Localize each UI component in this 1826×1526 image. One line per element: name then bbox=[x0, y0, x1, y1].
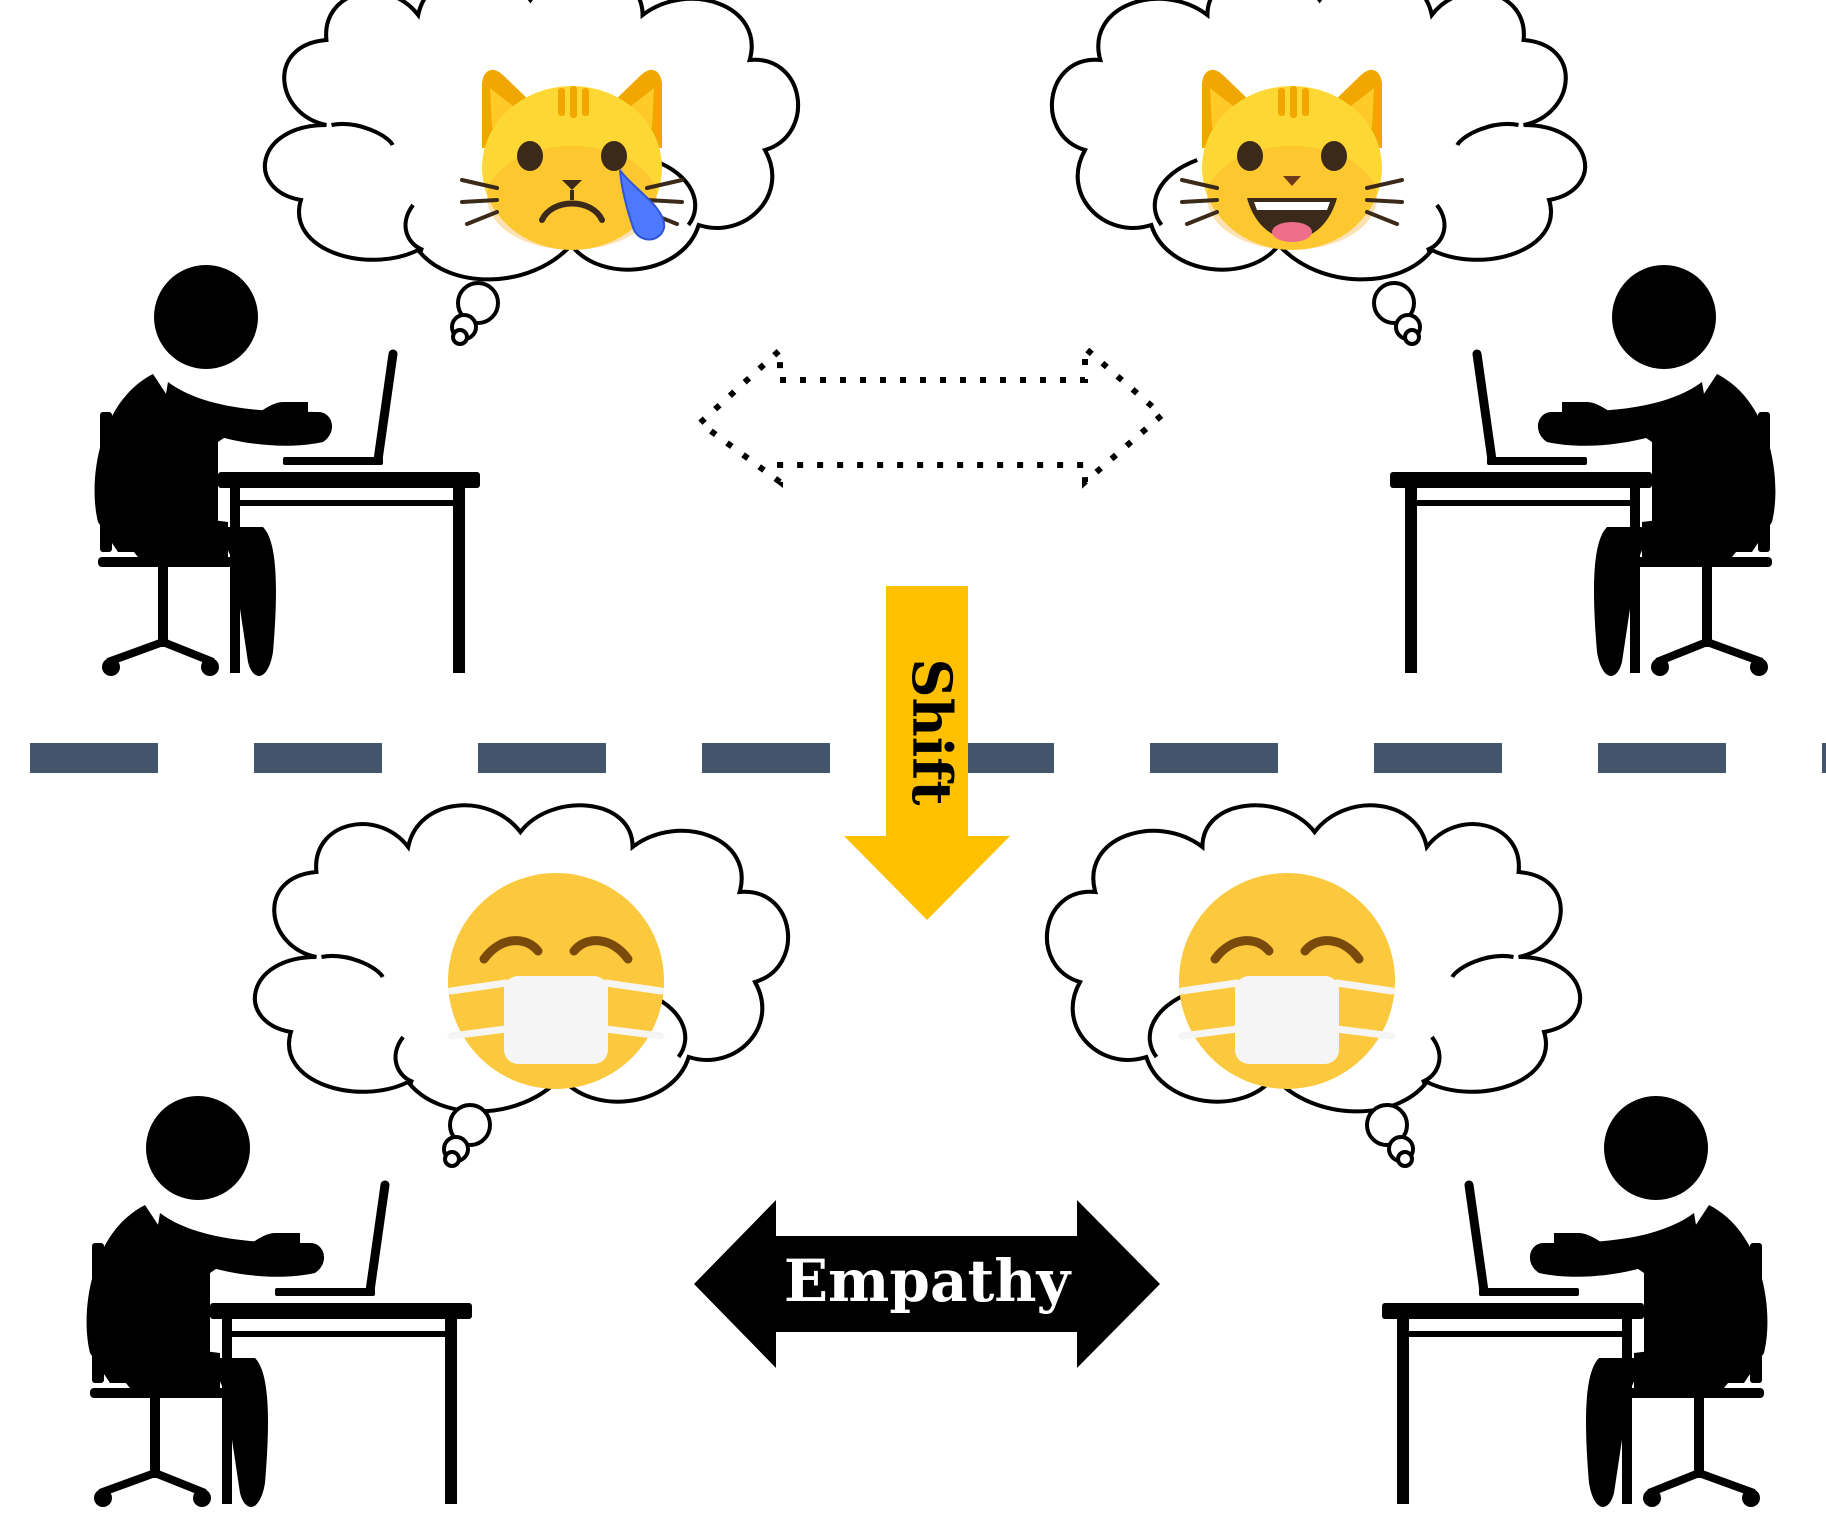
top-right-person-at-desk bbox=[1390, 265, 1775, 676]
empathy-double-arrow: Empathy bbox=[694, 1200, 1160, 1368]
bottom-left-thought-bubbles bbox=[442, 1103, 492, 1168]
face-with-medical-mask-icon-right bbox=[1179, 873, 1395, 1089]
top-right-thought-bubbles bbox=[1372, 281, 1422, 346]
bottom-right-person-at-desk bbox=[1382, 1096, 1767, 1507]
shift-arrow: Shift bbox=[844, 586, 1010, 920]
dotted-double-arrow bbox=[695, 341, 1167, 489]
shift-label: Shift bbox=[900, 659, 964, 806]
empathy-label: Empathy bbox=[784, 1247, 1073, 1315]
top-left-person-at-desk bbox=[95, 265, 480, 676]
bottom-right-thought-bubbles bbox=[1365, 1103, 1415, 1168]
top-left-thought-bubbles bbox=[450, 281, 500, 346]
bottom-left-person-at-desk bbox=[87, 1096, 472, 1507]
face-with-medical-mask-icon-left bbox=[448, 873, 664, 1089]
